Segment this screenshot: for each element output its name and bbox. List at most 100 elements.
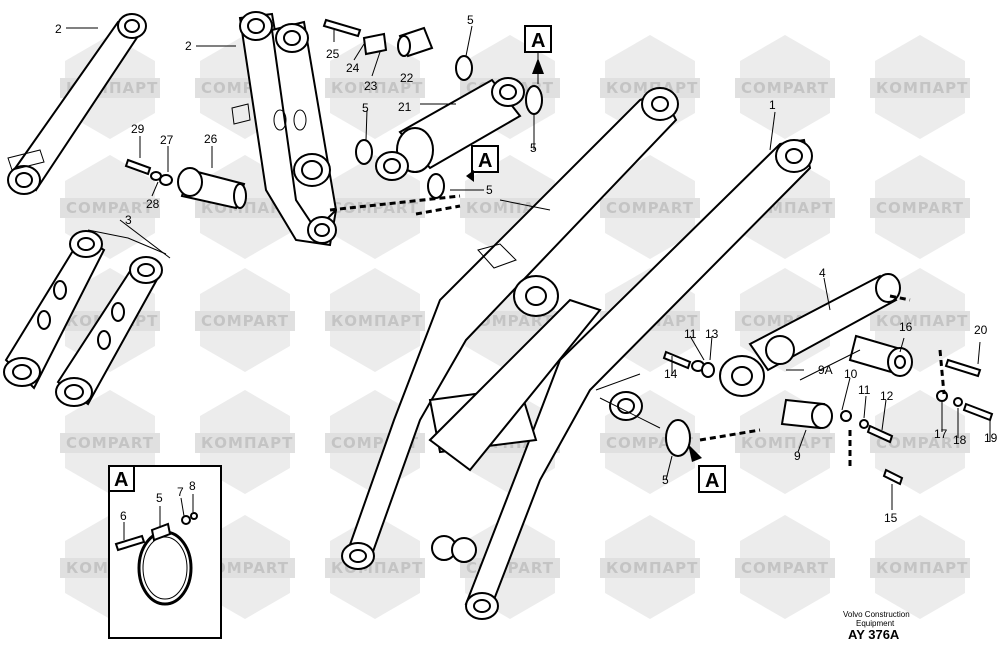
callout-11-left: 11 (684, 327, 697, 341)
detail-callout-7: 7 (177, 485, 184, 499)
detail-box-a: A 6 5 7 8 (108, 465, 222, 639)
callout-29: 29 (131, 122, 145, 136)
svg-text:A: A (478, 150, 492, 172)
ref-box-a-top: A (524, 25, 552, 74)
callout-17: 17 (934, 427, 948, 441)
watermark-text: COMPART (606, 199, 694, 217)
part-21-cylinder (375, 77, 525, 181)
watermark-band (325, 311, 425, 331)
watermark-text: COMPART (876, 199, 964, 217)
watermark-text: COMPART (331, 199, 419, 217)
callout-23: 23 (364, 79, 378, 93)
callout-25: 25 (326, 47, 340, 61)
part-1-boom (341, 87, 813, 620)
circlips-5 (355, 55, 691, 457)
part-26-pin (177, 167, 247, 210)
callout-22: 22 (400, 71, 414, 85)
watermark-text: COMPART (201, 312, 289, 330)
detail-callout-8: 8 (189, 479, 196, 493)
watermark-text: КОМПАРТ (741, 434, 833, 452)
watermark-text: КОМПАРТ (606, 559, 698, 577)
callout-1: 1 (769, 98, 776, 112)
callout-4: 4 (819, 266, 826, 280)
watermark-text: COMPART (66, 434, 154, 452)
svg-text:A: A (531, 30, 545, 52)
detail-callout-5: 5 (156, 491, 163, 505)
svg-text:A: A (114, 469, 128, 491)
callout-9a: 9A (818, 363, 833, 377)
watermark-band (735, 433, 835, 453)
watermark-text: COMPART (66, 199, 154, 217)
part-16-pin (848, 334, 913, 377)
watermark-band (600, 78, 700, 98)
watermark-band (195, 433, 295, 453)
callout-14: 14 (664, 367, 678, 381)
watermark-band (60, 433, 160, 453)
callout-5-left: 5 (362, 101, 369, 115)
watermark-text: КОМПАРТ (876, 312, 968, 330)
watermark-text: COMPART (741, 79, 829, 97)
callout-5-top: 5 (467, 13, 474, 27)
callout-2-link: 2 (55, 22, 62, 36)
part-2-bracket (231, 11, 338, 247)
watermark-band (870, 198, 970, 218)
figure-code: AY 376A (848, 627, 900, 642)
callout-21: 21 (398, 100, 412, 114)
svg-text:A: A (705, 470, 719, 492)
callout-5-right: 5 (530, 141, 537, 155)
part-4-cylinder (719, 273, 901, 397)
watermark-band (325, 78, 425, 98)
callout-12: 12 (880, 389, 894, 403)
callout-9: 9 (794, 449, 801, 463)
dashed-axis-lines (329, 194, 946, 470)
part-22-pin (397, 26, 434, 58)
credit-line-2: Equipment (856, 619, 895, 628)
leader-lines (66, 25, 991, 510)
part-2-link-left (7, 13, 147, 195)
watermark-text: КОМПАРТ (331, 312, 423, 330)
watermark-band (870, 311, 970, 331)
watermark-text: КОМПАРТ (876, 79, 968, 97)
watermark-band (735, 78, 835, 98)
callout-2-bracket: 2 (185, 39, 192, 53)
watermark-text: КОМПАРТ (876, 559, 968, 577)
callout-24: 24 (346, 61, 360, 75)
parts-27-29-bolt (124, 158, 173, 186)
parts-23-25-plate-bolt (322, 18, 388, 56)
watermark-band (735, 558, 835, 578)
callout-3: 3 (125, 213, 132, 227)
ref-box-a-mid: A (466, 145, 499, 182)
watermark-band (600, 198, 700, 218)
watermark-text: КОМПАРТ (606, 79, 698, 97)
callout-13: 13 (705, 327, 719, 341)
watermark-text: COMPART (201, 559, 289, 577)
watermark-band (600, 558, 700, 578)
watermark-text: COMPART (876, 434, 964, 452)
hardware-washers-bolts (662, 350, 994, 486)
part-3-links (3, 229, 167, 407)
ref-box-a-bottom: A (688, 444, 726, 493)
watermark-band (60, 198, 160, 218)
callout-5-bottom: 5 (662, 473, 669, 487)
watermark-text: КОМПАРТ (201, 434, 293, 452)
detail-callout-6: 6 (120, 509, 127, 523)
callout-19: 19 (984, 431, 998, 445)
credit-line-1: Volvo Construction (843, 610, 910, 619)
callout-10: 10 (844, 367, 858, 381)
callout-11-right: 11 (858, 383, 871, 397)
watermark-text: COMPART (741, 559, 829, 577)
watermark-text: КОМПАРТ (331, 79, 423, 97)
callout-15: 15 (884, 511, 898, 525)
watermark-band (870, 78, 970, 98)
callout-5-mid: 5 (486, 183, 493, 197)
publisher-credit: Volvo Construction Equipment AY 376A (843, 610, 910, 642)
callout-labels: 2 2 3 29 27 26 28 25 24 23 22 21 5 5 5 5… (55, 13, 998, 525)
watermark-band (870, 558, 970, 578)
watermark-band (195, 311, 295, 331)
callout-16: 16 (899, 320, 913, 334)
watermark-band (870, 433, 970, 453)
callout-18: 18 (953, 433, 967, 447)
callout-27: 27 (160, 133, 174, 147)
